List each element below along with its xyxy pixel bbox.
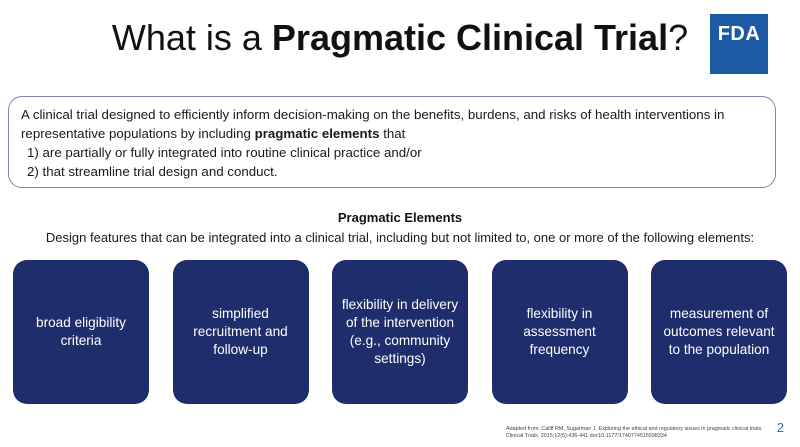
- pragmatic-elements-row: broad eligibility criteria simplified re…: [13, 260, 787, 404]
- element-label: broad eligibility criteria: [36, 315, 126, 348]
- definition-line-2: representative populations by including …: [21, 124, 763, 143]
- title-bold: Pragmatic Clinical Trial: [271, 17, 669, 58]
- fda-logo-text: FDA: [717, 23, 761, 45]
- definition-line-2-prefix: representative populations by including: [21, 126, 255, 141]
- element-label: flexibility in delivery of the intervent…: [341, 297, 459, 366]
- definition-line-2-bold: pragmatic elements: [254, 126, 380, 141]
- element-box: measurement of outcomes relevant to the …: [651, 260, 787, 404]
- definition-item-1: 1) are partially or fully integrated int…: [27, 145, 422, 160]
- definition-box: A clinical trial designed to efficiently…: [8, 96, 776, 188]
- definition-line-2-suffix: that: [379, 126, 406, 141]
- section-title: Pragmatic Elements: [337, 210, 463, 225]
- section-description: Design features that can be integrated i…: [45, 230, 755, 245]
- element-box: flexibility in delivery of the intervent…: [332, 260, 468, 404]
- definition-line-1: A clinical trial designed to efficiently…: [21, 107, 725, 122]
- element-box: flexibility in assessment frequency: [491, 260, 628, 404]
- element-label: flexibility in assessment frequency: [523, 306, 596, 357]
- element-label: simplified recruitment and follow-up: [193, 306, 288, 357]
- element-box: broad eligibility criteria: [13, 260, 149, 404]
- title-suffix: ?: [668, 17, 689, 58]
- citation: Adapted from: Califf RM, Sugarman J. Exp…: [506, 426, 763, 439]
- page-number: 2: [776, 420, 784, 435]
- slide-title: What is a Pragmatic Clinical Trial?: [0, 14, 800, 62]
- element-box: simplified recruitment and follow-up: [172, 260, 309, 404]
- element-label: measurement of outcomes relevant to the …: [663, 306, 775, 357]
- fda-logo: FDA: [710, 14, 768, 74]
- definition-item-2: 2) that streamline trial design and cond…: [27, 164, 278, 179]
- title-prefix: What is a: [111, 17, 272, 58]
